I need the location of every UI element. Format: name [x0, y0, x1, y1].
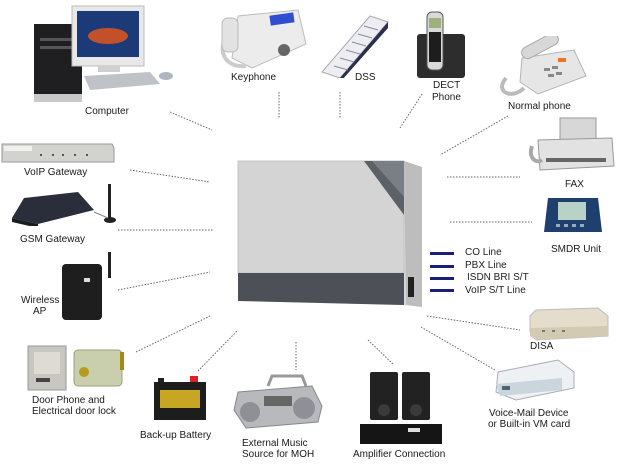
music-source-icon: [232, 370, 324, 430]
legend-pbx-line-swatch: [430, 265, 454, 268]
legend-voip-swatch: [430, 289, 454, 292]
connector-battery: [197, 329, 239, 372]
connector-voip-gateway: [129, 169, 211, 183]
connector-door-phone: [135, 315, 211, 353]
voice-mail-label-line1: Voice-Mail Device: [489, 408, 569, 419]
door-phone-label-line2: Electrical door lock: [32, 406, 116, 417]
computer-label: Computer: [85, 106, 129, 117]
connector-voicemail: [420, 326, 496, 371]
smdr-unit-icon: [542, 196, 604, 236]
wireless-ap-label-line1: Wireless: [21, 295, 60, 306]
battery-icon: [150, 374, 210, 422]
gsm-gateway-icon: [8, 182, 118, 228]
door-phone-label-line1: Door Phone and: [32, 395, 105, 406]
pbx-main-unit[interactable]: [236, 157, 424, 309]
amplifier-label: Amplifier Connection: [353, 449, 446, 460]
smdr-unit-label: SMDR Unit: [551, 244, 602, 255]
connector-wireless-ap: [117, 271, 211, 291]
legend-voip: VoIP S/T Line: [465, 285, 526, 296]
normal-phone-label: Normal phone: [508, 101, 571, 112]
normal-phone-icon: [492, 32, 588, 98]
dss-icon: [320, 14, 390, 80]
music-source-label-line1: External Music: [242, 438, 308, 449]
connector-normal-phone: [439, 115, 509, 156]
voip-gateway-label: VoIP Gateway: [24, 167, 88, 178]
dect-label-line1: DECT: [433, 80, 461, 91]
legend-pbx-line: PBX Line: [465, 260, 507, 271]
connector-computer: [169, 111, 213, 131]
keyphone-label: Keyphone: [231, 72, 277, 83]
legend-co-line: CO Line: [465, 247, 502, 258]
fax-icon: [528, 114, 616, 174]
connector-dect: [399, 93, 423, 129]
wireless-ap-label-line2: AP: [33, 306, 47, 317]
disa-label: DISA: [530, 341, 554, 352]
disa-icon: [528, 306, 610, 342]
music-source-label-line2: Source for MOH: [242, 449, 315, 460]
dss-label: DSS: [355, 72, 376, 83]
fax-label: FAX: [565, 179, 584, 190]
voice-mail-icon: [492, 358, 576, 402]
computer-icon: [32, 4, 177, 104]
dect-phone-icon: [415, 10, 467, 78]
voip-gateway-icon: [0, 140, 116, 166]
connector-amplifier: [367, 339, 394, 365]
dect-label-line2: Phone: [432, 92, 461, 103]
wireless-ap-icon: [60, 250, 116, 322]
amplifier-icon: [358, 370, 444, 446]
voice-mail-label-line2: or Built-in VM card: [488, 419, 571, 430]
battery-label: Back-up Battery: [140, 430, 212, 441]
gsm-gateway-label: GSM Gateway: [20, 234, 86, 245]
legend-co-line-swatch: [430, 252, 454, 255]
legend-isdn-swatch: [430, 277, 454, 280]
door-phone-icon: [26, 344, 126, 392]
legend-isdn: ISDN BRI S/T: [467, 272, 529, 283]
keyphone-icon: [218, 8, 308, 70]
connector-disa: [426, 315, 521, 331]
